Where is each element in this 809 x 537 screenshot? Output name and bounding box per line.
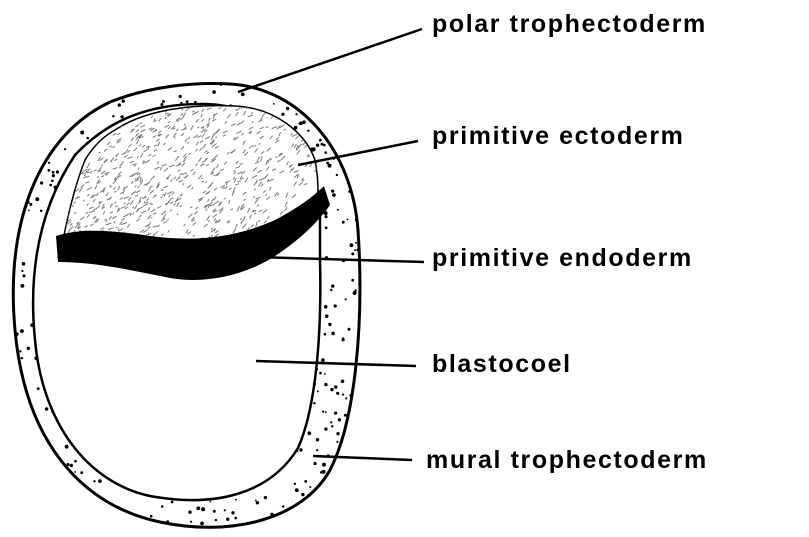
label-mural-trophectoderm: mural trophectoderm [426,446,708,474]
label-blastocoel: blastocoel [432,350,572,378]
label-primitive-endoderm: primitive endoderm [432,244,693,272]
leader-polar-trophectoderm [238,29,422,92]
label-primitive-ectoderm: primitive ectoderm [432,122,684,150]
label-polar-trophectoderm: polar trophectoderm [432,10,707,38]
